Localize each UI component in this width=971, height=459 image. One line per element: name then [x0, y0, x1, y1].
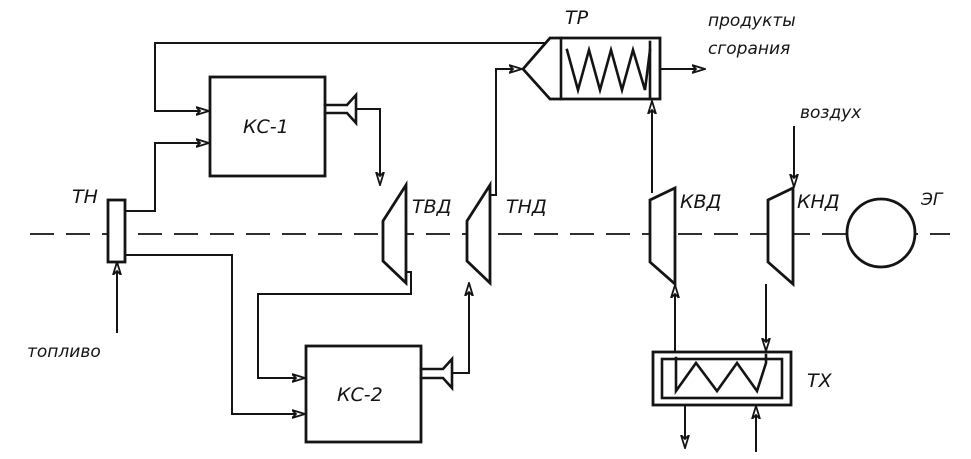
label-air: воздух	[800, 103, 862, 123]
regenerator	[521, 36, 662, 101]
label-tnd: ТНД	[506, 196, 547, 218]
electric-generator	[845, 197, 917, 269]
label-tr: ТР	[565, 7, 589, 29]
label-products-1: продукты	[708, 11, 796, 31]
label-tn: ТН	[72, 186, 98, 208]
label-kvd: КВД	[680, 191, 721, 213]
lp-compressor	[766, 185, 795, 288]
label-ks1: КС-1	[243, 116, 289, 138]
label-fuel: топливо	[27, 342, 101, 362]
combustion-chamber-1	[208, 75, 358, 178]
air-to-ks1-line	[154, 42, 545, 111]
intercooler	[651, 350, 793, 407]
ks1-to-hpt-line	[356, 108, 380, 185]
label-tvd: ТВД	[412, 196, 451, 218]
lpt-to-regenerator-line	[490, 69, 522, 196]
hp-compressor	[648, 185, 677, 288]
hp-turbine	[381, 180, 408, 287]
hpt-to-ks2-line	[257, 271, 412, 378]
label-eg: ЭГ	[920, 190, 944, 210]
fuel-pump	[106, 198, 127, 264]
lp-turbine	[465, 180, 492, 287]
label-ks2: КС-2	[337, 384, 383, 406]
label-knd: КНД	[797, 191, 840, 213]
fuel-to-ks2-line	[125, 254, 305, 414]
fuel-to-ks1-line	[125, 143, 209, 212]
ks2-to-lpt-line	[452, 283, 469, 374]
label-products-2: сгорания	[708, 39, 790, 59]
label-tx: ТХ	[807, 370, 833, 392]
combustion-chamber-2	[304, 344, 454, 444]
